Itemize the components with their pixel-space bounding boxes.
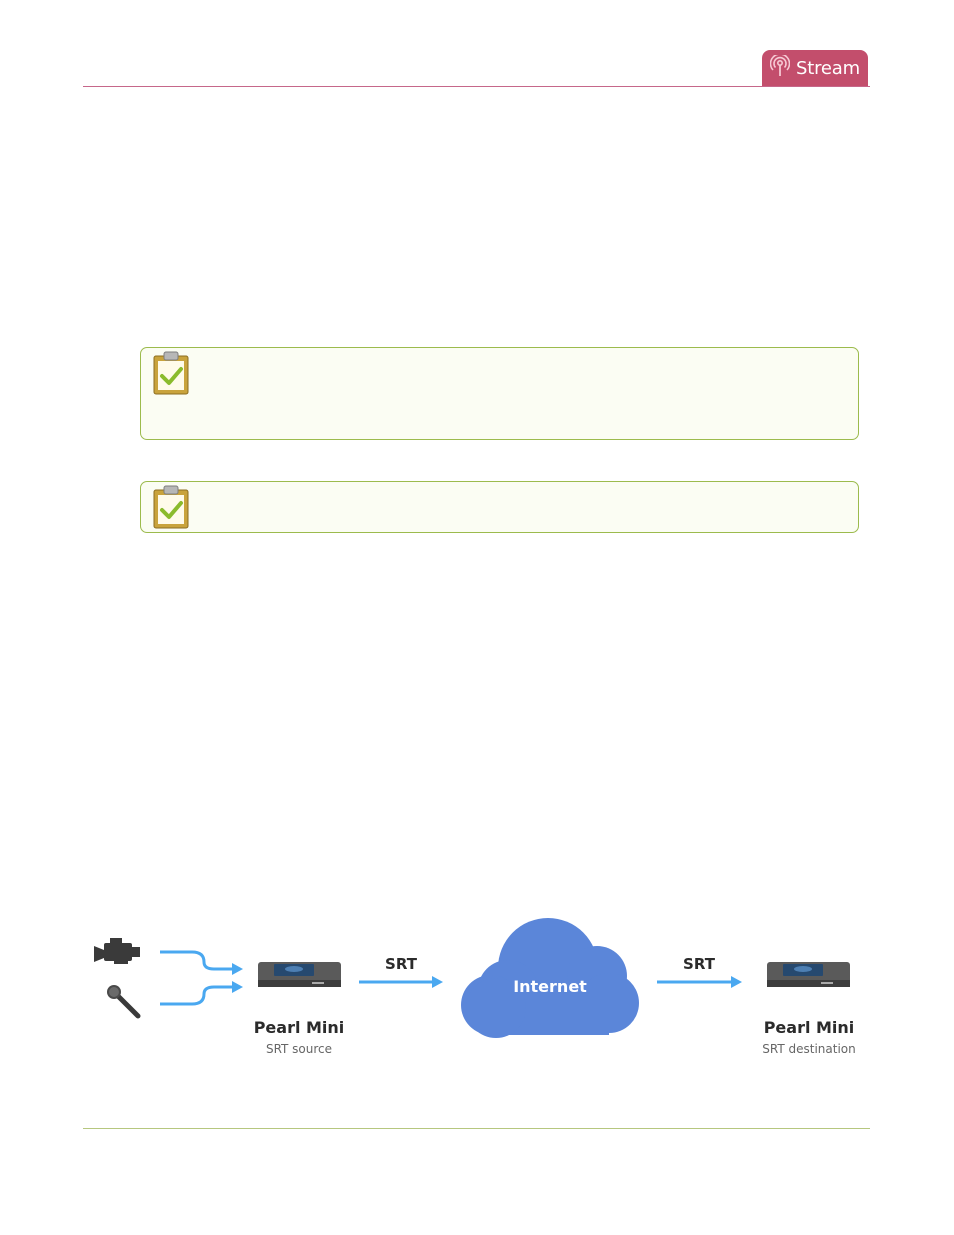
broadcast-icon	[769, 53, 791, 81]
srt-link-label-left: SRT	[385, 955, 418, 973]
srt-arrow-left-head	[432, 976, 443, 988]
note-box	[140, 481, 859, 533]
section-tab-label: Stream	[796, 57, 860, 79]
internet-cloud	[461, 918, 639, 1038]
header-divider	[83, 86, 870, 87]
microphone-icon	[107, 985, 141, 1019]
destination-subtitle: SRT destination	[762, 1042, 855, 1056]
srt-arrow-right-head	[731, 976, 742, 988]
note-box	[140, 347, 859, 440]
input-arrows	[160, 950, 243, 1006]
srt-diagram: Pearl Mini SRT source SRT Internet SRT P…	[94, 918, 856, 1056]
video-camera-icon	[94, 938, 140, 964]
srt-link-label-right: SRT	[683, 955, 716, 973]
pearl-mini-destination-device	[767, 962, 850, 987]
source-title: Pearl Mini	[254, 1018, 345, 1037]
clipboard-check-icon	[152, 484, 190, 534]
cloud-label: Internet	[513, 977, 587, 996]
section-tab-stream: Stream	[762, 50, 868, 86]
pearl-mini-source-device	[258, 962, 341, 987]
clipboard-check-icon	[152, 350, 190, 400]
footer-divider	[83, 1128, 870, 1129]
destination-title: Pearl Mini	[764, 1018, 855, 1037]
source-subtitle: SRT source	[266, 1042, 332, 1056]
